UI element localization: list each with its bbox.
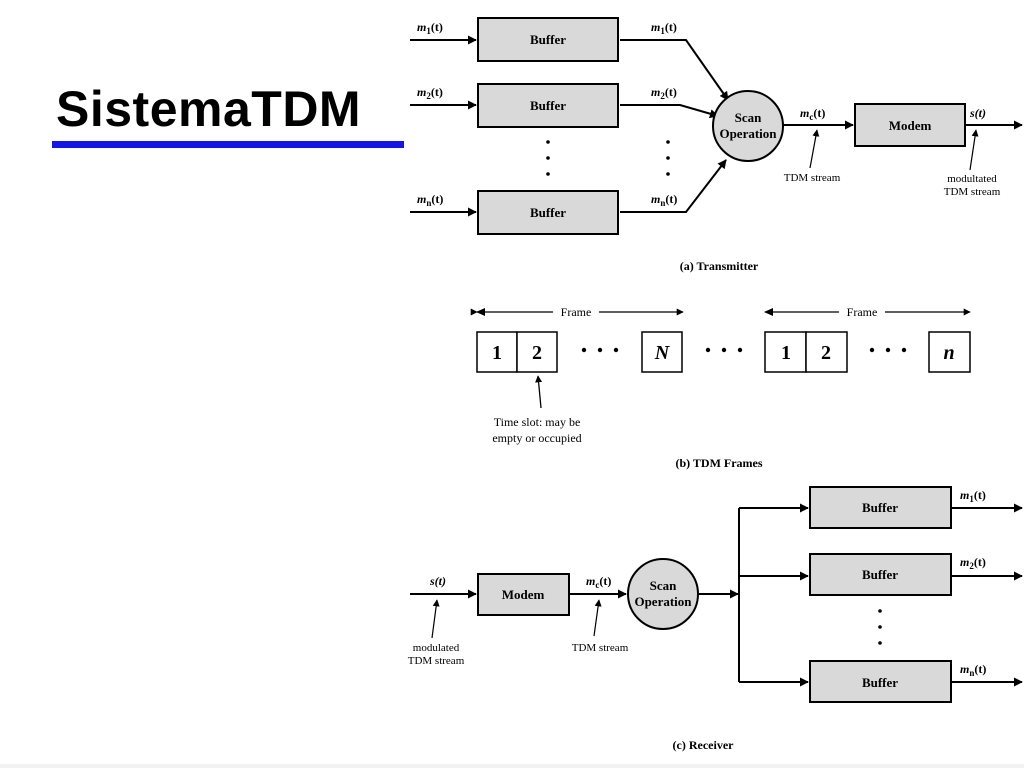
tx-tdm-stream-note: TDM stream: [784, 172, 841, 184]
time-slot-note-1: Time slot: may be: [494, 415, 581, 429]
frames-ellipsis-dots: [581, 347, 907, 353]
slide-title: SistemaTDM: [56, 81, 362, 137]
rx-modulated-note-1: modulated: [413, 642, 460, 654]
tx-buffer-2: [477, 83, 619, 128]
tx-scan-operation: [712, 90, 784, 162]
tx-buffer-out-1-label: m1(t): [651, 20, 677, 36]
time-slot-note-2: empty or occupied: [492, 431, 581, 445]
tx-stream-label: mc(t): [800, 106, 825, 122]
rx-modem: [477, 573, 570, 616]
frame2-slot-1: [764, 331, 807, 373]
transmitter-section: [410, 35, 1023, 217]
tx-input-1-label: m1(t): [417, 20, 443, 36]
tx-buffer-1-label: Buffer: [530, 32, 566, 47]
frame1-slot-N: [641, 331, 683, 373]
tx-modem-label: Modem: [889, 118, 932, 133]
rx-output-1-label: m1(t): [960, 488, 986, 504]
frame2-slot-2: [805, 331, 848, 373]
tx-buffer-n: [477, 190, 619, 235]
frame1-slot-1-label: 1: [492, 342, 502, 364]
tx-buffer-1: [477, 17, 619, 62]
frame2-slot-n-label: n: [943, 342, 954, 364]
frame1-slot-2-label: 2: [532, 342, 542, 364]
rx-buffer-n: [809, 660, 952, 703]
rx-buffer-2-label: Buffer: [862, 567, 898, 582]
rx-output-n-label: mn(t): [960, 662, 986, 678]
tx-caption: (a) Transmitter: [680, 259, 759, 273]
rx-caption: (c) Receiver: [673, 738, 735, 752]
frame-label-1: Frame: [561, 305, 592, 319]
frames-section: Frame Frame 1 2 N 1 2 n Time slot: may b…: [470, 305, 971, 470]
rx-buffer-n-label: Buffer: [862, 675, 898, 690]
rx-scan-label-2: Operation: [634, 594, 692, 609]
frame2-slot-2-label: 2: [821, 342, 831, 364]
rx-buffer-2: [809, 553, 952, 596]
rx-scan-label-1: Scan: [650, 578, 678, 593]
frame1-slot-2: [516, 331, 558, 373]
rx-input-label: s(t): [429, 574, 446, 588]
tx-buffer-2-label: Buffer: [530, 98, 566, 113]
receiver-section: [410, 503, 1023, 687]
tx-modulated-note-1: modultated: [947, 173, 997, 185]
rx-buffer-1-label: Buffer: [862, 500, 898, 515]
rx-scan-operation: [627, 558, 699, 630]
frame-label-2: Frame: [847, 305, 878, 319]
tx-scan-label-2: Operation: [719, 126, 777, 141]
tx-output-label: s(t): [969, 106, 986, 120]
frames-caption: (b) TDM Frames: [675, 456, 762, 470]
tx-buffer-out-2-label: m2(t): [651, 85, 677, 101]
rx-tdm-stream-note: TDM stream: [572, 642, 629, 654]
rx-stream-label: mc(t): [586, 574, 611, 590]
bottom-strip: [0, 764, 1024, 768]
tx-scan-label-1: Scan: [735, 110, 763, 125]
frame2-slot-1-label: 1: [781, 342, 791, 364]
tx-input-2-label: m2(t): [417, 85, 443, 101]
rx-ellipsis-dots: [878, 609, 882, 645]
frame1-slot-N-label: N: [654, 342, 671, 364]
tx-ellipsis-dots: [546, 140, 670, 176]
tx-buffer-n-label: Buffer: [530, 205, 566, 220]
rx-modulated-note-2: TDM stream: [408, 655, 465, 667]
tx-modulated-note-2: TDM stream: [944, 186, 1001, 198]
rx-output-2-label: m2(t): [960, 555, 986, 571]
tx-buffer-out-n-label: mn(t): [651, 192, 677, 208]
frame2-slot-n: [928, 331, 971, 373]
tx-input-n-label: mn(t): [417, 192, 443, 208]
tx-modem: [854, 103, 966, 147]
rx-modem-label: Modem: [502, 587, 545, 602]
rx-buffer-1: [809, 486, 952, 529]
title-underline: [52, 141, 404, 148]
